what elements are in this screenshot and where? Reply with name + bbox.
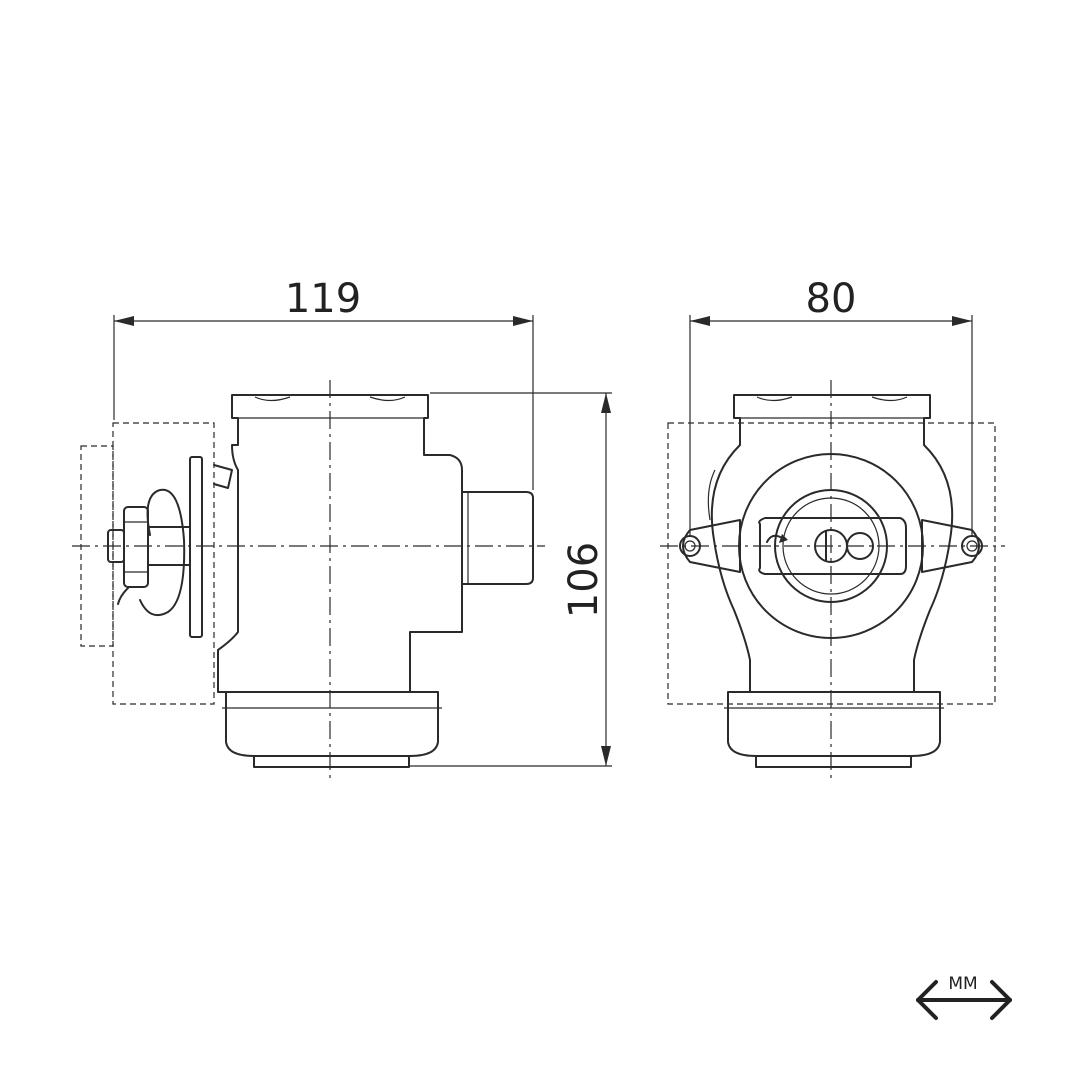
thread-mark xyxy=(369,396,406,402)
thread-mark xyxy=(871,396,908,402)
valve-body-outline xyxy=(217,394,463,693)
dimension-106: 106 xyxy=(410,392,612,767)
flange-plate xyxy=(189,456,203,638)
bottom-ring xyxy=(755,755,912,768)
surface-texture xyxy=(707,469,716,521)
dimension-label-119: 119 xyxy=(285,276,361,322)
arrowhead xyxy=(601,393,611,413)
dimension-119: 119 xyxy=(113,276,534,490)
side-outlet xyxy=(461,491,534,585)
unit-label: MM xyxy=(948,974,977,994)
spring-wire xyxy=(139,488,186,616)
bottom-cup xyxy=(727,691,941,757)
valve-body-outline xyxy=(710,394,954,693)
arrowhead xyxy=(601,746,611,766)
wire-end xyxy=(117,587,129,605)
dimension-label-106: 106 xyxy=(561,542,607,618)
thread-mark xyxy=(756,396,793,402)
dimension-label-80: 80 xyxy=(806,276,857,322)
double-arrow-icon xyxy=(916,980,1012,1020)
arrowhead xyxy=(114,316,134,326)
mounting-ear-left xyxy=(682,519,741,573)
rotation-arrow-head xyxy=(779,534,788,543)
mounting-box-outline xyxy=(112,422,215,705)
rotation-arrow-icon xyxy=(766,534,783,543)
handle-knob xyxy=(758,517,907,575)
dimension-80: 80 xyxy=(689,276,973,536)
small-hook xyxy=(213,464,233,489)
arrowhead xyxy=(690,316,710,326)
side-view xyxy=(72,380,545,778)
arrowhead xyxy=(952,316,972,326)
unit-indicator: MM xyxy=(916,974,1012,1020)
thread-mark xyxy=(254,396,291,402)
bottom-cup xyxy=(225,691,439,757)
arrowhead xyxy=(513,316,533,326)
front-view xyxy=(660,380,1005,778)
mounting-ear-right xyxy=(921,519,980,573)
hex-nut xyxy=(123,506,149,588)
bottom-ring xyxy=(253,755,410,768)
